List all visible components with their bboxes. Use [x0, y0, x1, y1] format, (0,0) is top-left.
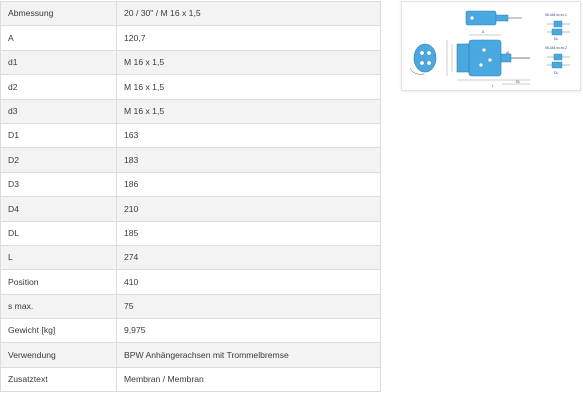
spec-key: Position [0, 269, 117, 295]
spec-row-dl: DL 185 [0, 220, 381, 246]
spec-value: 183 [116, 147, 381, 173]
spec-value: 410 [116, 269, 381, 295]
label-dl: DL [516, 80, 520, 84]
spec-key: Verwendung [0, 342, 117, 368]
spec-row-abmessung: Abmessung 20 / 30" / M 16 x 1,5 [0, 0, 381, 27]
spec-key: D3 [0, 171, 117, 198]
variant-dl-1: DL [554, 37, 558, 41]
spec-row-d2-thread: d2 M 16 x 1,5 [0, 74, 381, 100]
technical-drawing: L DL d1 A 05.444.xx.xx.1 DL 05.444.xx.xx… [409, 10, 570, 88]
spec-value: M 16 x 1,5 [116, 98, 381, 124]
spec-row-position: Position 410 [0, 269, 381, 295]
spec-value: Membran / Membran [116, 366, 381, 393]
spec-value: 185 [116, 220, 381, 246]
variant-code-2: 05.444.xx.xx.2 [545, 46, 567, 50]
spec-value: 20 / 30" / M 16 x 1,5 [116, 0, 381, 27]
spec-value: 75 [116, 293, 381, 320]
spec-row-d1-thread: d1 M 16 x 1,5 [0, 49, 381, 76]
variant-legend: 05.444.xx.xx.1 DL 05.444.xx.xx.2 DL [545, 13, 570, 75]
spec-value: 186 [116, 171, 381, 198]
technical-drawing-thumbnail[interactable]: L DL d1 A 05.444.xx.xx.1 DL 05.444.xx.xx… [401, 1, 581, 91]
spec-key: L [0, 244, 117, 271]
variant-code-1: 05.444.xx.xx.1 [545, 13, 567, 17]
spec-value: 210 [116, 196, 381, 222]
spec-key: Abmessung [0, 0, 117, 27]
label-l: L [492, 84, 494, 88]
label-a: A [482, 30, 485, 34]
spec-key: d1 [0, 49, 117, 76]
spec-key: D1 [0, 122, 117, 149]
spec-row-verwendung: Verwendung BPW Anhängerachsen mit Tromme… [0, 342, 381, 368]
label-d1: d1 [506, 51, 510, 55]
spec-key: d2 [0, 74, 117, 100]
spec-value: BPW Anhängerachsen mit Trommelbremse [116, 342, 381, 368]
spec-value: M 16 x 1,5 [116, 74, 381, 100]
spec-row-a: A 120,7 [0, 25, 381, 51]
spec-key: DL [0, 220, 117, 246]
spec-row-gewicht: Gewicht [kg] 9,975 [0, 318, 381, 344]
spec-value: 9,975 [116, 318, 381, 344]
spec-row-d3-thread: d3 M 16 x 1,5 [0, 98, 381, 124]
spec-row-d3-diameter: D3 186 [0, 171, 381, 198]
spec-value: 274 [116, 244, 381, 271]
spec-key: Gewicht [kg] [0, 318, 117, 344]
spec-value: 120,7 [116, 25, 381, 51]
side-view-cylinder: L DL d1 A [446, 30, 530, 88]
end-view [409, 40, 437, 76]
spec-row-zusatztext: Zusatztext Membran / Membran [0, 366, 381, 393]
spec-row-d2-diameter: D2 183 [0, 147, 381, 173]
spec-key: s max. [0, 293, 117, 320]
spec-value: M 16 x 1,5 [116, 49, 381, 76]
spec-value: 163 [116, 122, 381, 149]
spec-key: A [0, 25, 117, 51]
variant-dl-2: DL [554, 71, 558, 75]
spec-key: Zusatztext [0, 366, 117, 393]
top-view-cylinder [465, 10, 522, 26]
spec-row-s-max: s max. 75 [0, 293, 381, 320]
spec-key: D4 [0, 196, 117, 222]
spec-key: d3 [0, 98, 117, 124]
spec-table: Abmessung 20 / 30" / M 16 x 1,5 A 120,7 … [0, 0, 381, 393]
spec-row-d4-diameter: D4 210 [0, 196, 381, 222]
spec-row-l: L 274 [0, 244, 381, 271]
spec-row-d1-diameter: D1 163 [0, 122, 381, 149]
spec-key: D2 [0, 147, 117, 173]
